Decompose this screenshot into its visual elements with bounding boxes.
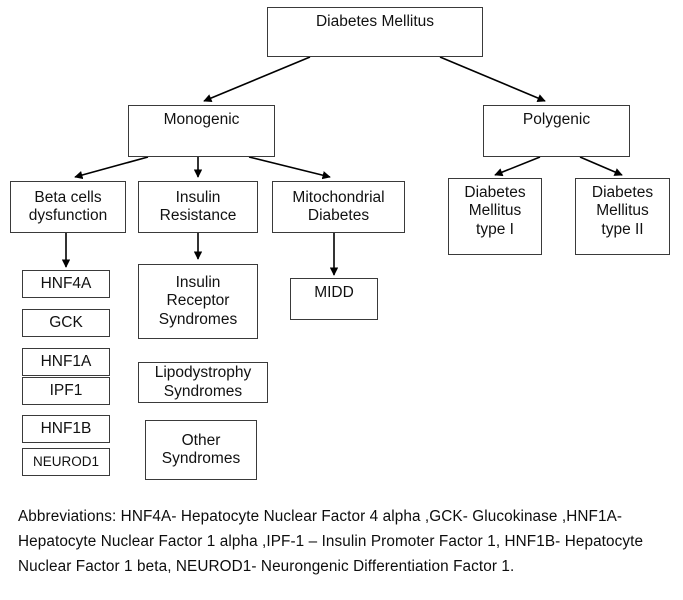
edge-dm-to-monogenic xyxy=(203,56,311,102)
node-other-syndromes[interactable]: Other Syndromes xyxy=(145,420,257,480)
node-label: Monogenic xyxy=(163,111,240,128)
node-gene-hnf1b[interactable]: HNF1B xyxy=(22,415,110,443)
node-label: Insulin Resistance xyxy=(159,188,237,224)
node-diabetes-mellitus[interactable]: Diabetes Mellitus xyxy=(267,7,483,57)
node-gene-hnf4a[interactable]: HNF4A xyxy=(22,270,110,298)
node-label: Mitochondrial Diabetes xyxy=(292,188,385,224)
node-lipodystrophy-syndromes[interactable]: Lipodystrophy Syndromes xyxy=(138,362,268,403)
edge-polygenic-to-dm-type-2 xyxy=(579,156,623,176)
node-label: Polygenic xyxy=(522,111,591,128)
node-gene-neurod1[interactable]: NEUROD1 xyxy=(22,448,110,476)
node-diabetes-mellitus-type-2[interactable]: Diabetes Mellitus type II xyxy=(575,178,670,255)
abbreviations-caption: Abbreviations: HNF4A- Hepatocyte Nuclear… xyxy=(18,508,644,575)
node-midd[interactable]: MIDD xyxy=(290,278,378,320)
node-label: Other Syndromes xyxy=(161,431,241,467)
node-label: IPF1 xyxy=(49,381,83,399)
node-label: HNF1B xyxy=(40,419,92,437)
node-label: GCK xyxy=(49,313,83,331)
node-monogenic[interactable]: Monogenic xyxy=(128,105,275,157)
node-label: HNF4A xyxy=(40,274,92,292)
node-insulin-resistance[interactable]: Insulin Resistance xyxy=(138,181,258,233)
node-gene-gck[interactable]: GCK xyxy=(22,309,110,337)
node-label: Diabetes Mellitus type II xyxy=(591,184,654,238)
node-label: MIDD xyxy=(314,284,354,301)
node-beta-cells-dysfunction[interactable]: Beta cells dysfunction xyxy=(10,181,126,233)
edge-monogenic-to-mitochondrial xyxy=(248,156,331,180)
node-gene-hnf1a[interactable]: HNF1A xyxy=(22,348,110,376)
node-label: Diabetes Mellitus type I xyxy=(464,184,526,238)
node-label: Lipodystrophy Syndromes xyxy=(154,364,252,400)
edge-dm-to-polygenic xyxy=(439,56,546,102)
node-label: NEUROD1 xyxy=(32,454,99,470)
edge-monogenic-to-beta-cells xyxy=(74,156,149,180)
edge-polygenic-to-dm-type-1 xyxy=(494,156,541,177)
node-polygenic[interactable]: Polygenic xyxy=(483,105,630,157)
node-label: Beta cells dysfunction xyxy=(28,188,108,224)
node-diabetes-mellitus-type-1[interactable]: Diabetes Mellitus type I xyxy=(448,178,542,255)
node-insulin-receptor-syndromes[interactable]: Insulin Receptor Syndromes xyxy=(138,264,258,339)
node-label: HNF1A xyxy=(40,352,92,370)
node-mitochondrial-diabetes[interactable]: Mitochondrial Diabetes xyxy=(272,181,405,233)
node-label: Insulin Receptor Syndromes xyxy=(158,274,238,328)
node-gene-ipf1[interactable]: IPF1 xyxy=(22,377,110,405)
node-label: Diabetes Mellitus xyxy=(315,13,435,30)
